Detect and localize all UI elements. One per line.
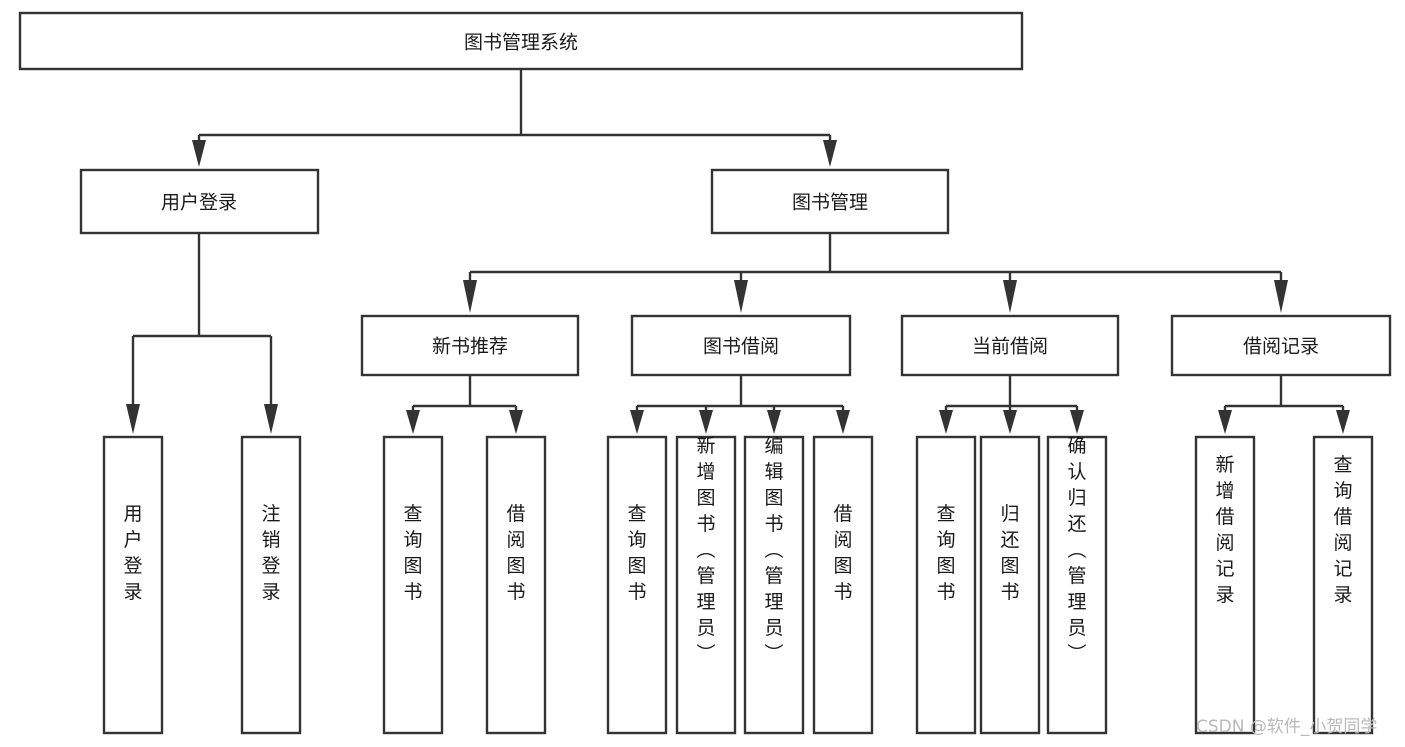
node-root-label: 图书管理系统 [464,32,578,54]
leaf-query-book-1-box[interactable] [382,435,444,735]
leaf-add-record[interactable]: 新增借阅记录 [1194,435,1256,735]
leaf-user-login[interactable]: 用户登录 [102,435,164,735]
node-new-book-recommend[interactable]: 新书推荐 [360,314,580,377]
arrow-head-leaf-query-book-1 [406,410,420,434]
arrow-head-leaf-user-logout [264,404,278,434]
node-borrow-record-box[interactable] [1170,314,1392,377]
leaf-return-book[interactable]: 归还图书 [979,435,1041,735]
leaf-query-book-2-box[interactable] [606,435,668,735]
leaf-query-book-2[interactable]: 查询图书 [606,435,668,735]
leaf-return-book-label: 归还图书 [1000,503,1019,603]
leaf-query-book-1-label: 查询图书 [403,503,422,603]
arrow-head-leaf-query-record [1336,410,1350,434]
leaf-query-book-1[interactable]: 查询图书 [382,435,444,735]
leaf-user-logout-box[interactable] [240,435,302,735]
node-new-book-recommend-label: 新书推荐 [432,336,508,358]
leaf-query-record[interactable]: 查询借阅记录 [1312,435,1374,735]
node-user-login-label: 用户登录 [161,192,237,214]
leaf-confirm-return-box[interactable] [1046,435,1108,735]
leaf-borrow-book-1[interactable]: 借阅图书 [485,435,547,735]
connector-group-borrow-record [1218,375,1350,434]
leaf-confirm-return[interactable]: 确认归还︵管理员︶ [1046,435,1108,735]
node-user-login[interactable]: 用户登录 [79,168,320,235]
csdn-watermark: CSDN @软件_小贺同学 [1196,717,1377,737]
arrow-head-leaf-query-book-2 [630,410,644,434]
leaf-borrow-book-2-label: 借阅图书 [833,503,852,603]
node-borrow-record[interactable]: 借阅记录 [1170,314,1392,377]
node-book-borrow-label: 图书借阅 [703,336,779,358]
leaf-add-record-box[interactable] [1194,435,1256,735]
leaf-query-book-2-label: 查询图书 [627,503,646,603]
leaf-add-book-label: 新增图书︵管理员︶ [696,435,715,665]
connector-group-current-borrow [939,375,1084,434]
leaf-query-book-3-label: 查询图书 [936,503,955,603]
leaf-edit-book-box[interactable] [743,435,805,735]
arrow-head-leaf-return-book [1003,410,1017,434]
node-book-management[interactable]: 图书管理 [710,168,950,235]
node-new-book-recommend-box[interactable] [360,314,580,377]
node-book-borrow[interactable]: 图书借阅 [630,314,852,377]
arrow-head-leaf-edit-book [767,410,781,434]
leaf-edit-book-label: 编辑图书︵管理员︶ [764,435,783,665]
arrow-head-leaf-confirm-return [1070,410,1084,434]
connector-group-user-login [126,233,278,434]
leaf-user-logout-label: 注销登录 [261,503,280,603]
leaf-edit-book[interactable]: 编辑图书︵管理员︶ [743,435,805,735]
node-book-management-box[interactable] [710,168,950,235]
node-book-borrow-box[interactable] [630,314,852,377]
leaf-add-record-label: 新增借阅记录 [1215,454,1234,606]
arrow-head-book-borrow [734,280,748,313]
node-book-management-label: 图书管理 [792,192,868,214]
leaf-query-book-3-box[interactable] [915,435,977,735]
arrow-head-user-login [192,140,206,167]
arrow-head-new-book-recommend [463,280,477,313]
arrow-head-leaf-add-book [699,410,713,434]
leaf-add-book[interactable]: 新增图书︵管理员︶ [675,435,737,735]
arrow-head-leaf-user-login [126,404,140,434]
node-current-borrow-label: 当前借阅 [972,336,1048,358]
leaf-confirm-return-label: 确认归还︵管理员︶ [1067,435,1086,665]
arrow-head-leaf-borrow-book-2 [836,410,850,434]
leaf-return-book-box[interactable] [979,435,1041,735]
arrow-head-leaf-add-record [1218,410,1232,434]
node-current-borrow[interactable]: 当前借阅 [900,314,1120,377]
leaf-borrow-book-1-box[interactable] [485,435,547,735]
leaf-borrow-book-2-box[interactable] [812,435,874,735]
node-current-borrow-box[interactable] [900,314,1120,377]
arrow-head-borrow-record [1274,280,1288,313]
node-root[interactable]: 图书管理系统 [18,11,1024,71]
leaf-add-book-box[interactable] [675,435,737,735]
leaf-query-record-box[interactable] [1312,435,1374,735]
node-user-login-box[interactable] [79,168,320,235]
node-borrow-record-label: 借阅记录 [1243,336,1319,358]
leaf-user-logout[interactable]: 注销登录 [240,435,302,735]
leaf-borrow-book-1-label: 借阅图书 [506,503,525,603]
node-root-box[interactable] [18,11,1024,71]
arrow-head-current-borrow [1003,280,1017,313]
arrow-head-leaf-query-book-3 [939,410,953,434]
leaf-user-login-box[interactable] [102,435,164,735]
connector-group-book-management [463,233,1288,313]
leaf-query-record-label: 查询借阅记录 [1333,454,1352,606]
leaf-borrow-book-2[interactable]: 借阅图书 [812,435,874,735]
arrow-head-book-management [823,140,837,167]
connector-group-book-borrow [630,375,850,434]
connector-group-root [192,69,837,167]
leaf-query-book-3[interactable]: 查询图书 [915,435,977,735]
connector-group-new-book-recommend [406,375,523,434]
arrow-head-leaf-borrow-book-1 [509,410,523,434]
leaf-user-login-label: 用户登录 [123,503,142,603]
